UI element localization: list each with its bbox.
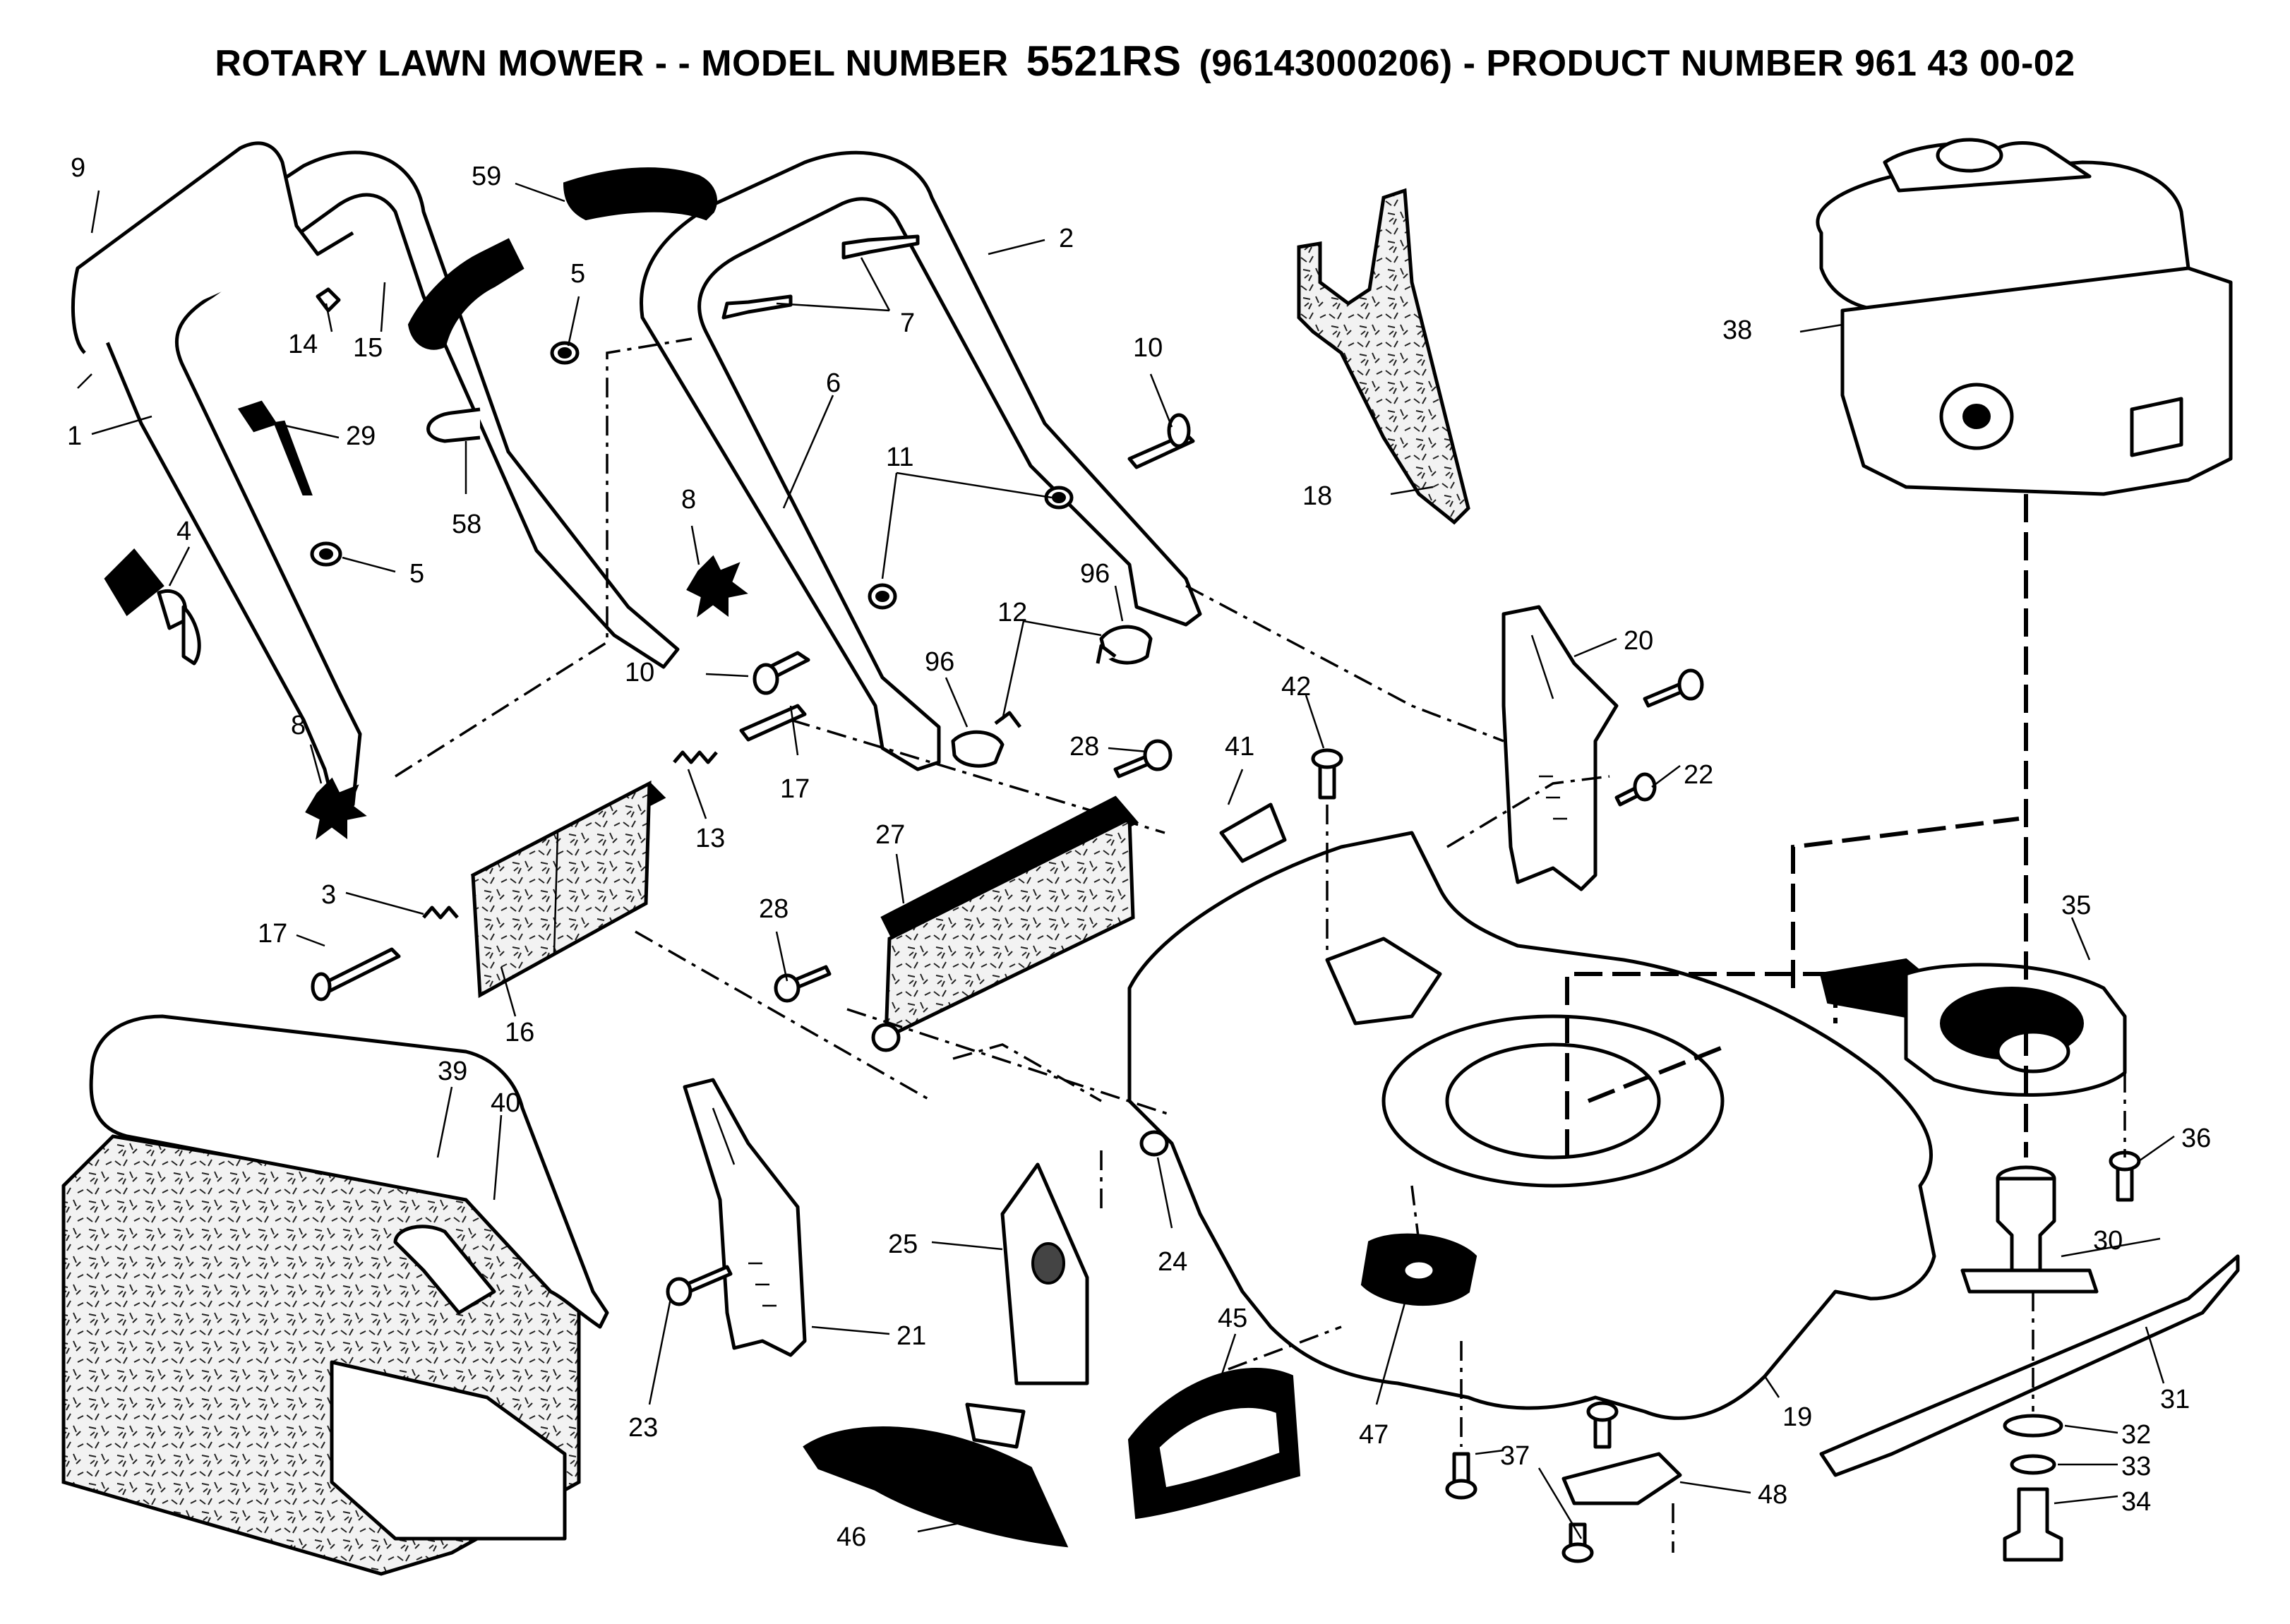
part-washers-5: [310, 341, 1074, 610]
part-springs-3-13: [422, 750, 718, 920]
part-height-adjust-plate-21: [683, 1078, 807, 1357]
part-knob-4: [104, 548, 201, 666]
part-clips-12-96: [951, 625, 1153, 768]
title-prefix: ROTARY LAWN MOWER - - MODEL NUMBER: [215, 43, 1009, 84]
callout-47: 47: [1359, 1420, 1389, 1450]
part-j-hook-58: [426, 407, 481, 443]
callout-4: 4: [176, 517, 191, 546]
callout-27: 27: [875, 820, 905, 850]
callout-10-upper: 10: [1133, 333, 1163, 363]
title-suffix: (96143000206) - PRODUCT NUMBER 961 43 00…: [1199, 43, 2075, 84]
part-cable-clip-29: [237, 400, 313, 495]
callout-96-left: 96: [925, 647, 954, 677]
callout-58: 58: [452, 510, 481, 539]
callout-2: 2: [1059, 224, 1074, 253]
part-grass-bag: [61, 1014, 609, 1576]
callout-8-lower: 8: [291, 711, 306, 740]
callout-35: 35: [2061, 891, 2091, 920]
part-misc-bolts: [666, 668, 2141, 1563]
callout-40: 40: [491, 1088, 520, 1118]
callout-8-upper: 8: [681, 485, 696, 515]
part-mower-deck: [1127, 831, 1936, 1420]
part-hinge-rod: [871, 795, 1139, 1052]
callout-labels: 9 59 2 5 7 14 15 10 1 29 6 58 11 4 8 5 9…: [67, 153, 2211, 1552]
callout-41: 41: [1225, 732, 1254, 762]
callout-9: 9: [71, 153, 85, 183]
callout-15: 15: [353, 333, 383, 363]
callout-13: 13: [695, 824, 725, 853]
leader-lines: [90, 182, 2175, 1539]
callout-11: 11: [886, 443, 913, 472]
diagram-title: ROTARY LAWN MOWER - - MODEL NUMBER 5521R…: [0, 37, 2290, 85]
callout-29: 29: [346, 421, 376, 451]
callout-18: 18: [1302, 481, 1332, 511]
part-bolts-7-10-14-17: [311, 234, 1195, 1002]
part-baffle-18: [1297, 188, 1470, 525]
part-upper-handle-right: [640, 150, 1202, 771]
callout-28-upper: 28: [1069, 732, 1099, 762]
callout-36: 36: [2181, 1124, 2211, 1153]
callout-16: 16: [505, 1018, 534, 1047]
part-mulch-plug-45: [1127, 1368, 1301, 1520]
callout-25: 25: [888, 1229, 918, 1259]
callout-17-lower: 17: [258, 919, 287, 949]
title-model-number: 5521RS: [1026, 37, 1182, 85]
callout-39: 39: [438, 1057, 467, 1086]
callout-31: 31: [2160, 1385, 2190, 1414]
callout-46: 46: [837, 1522, 866, 1552]
callout-3: 3: [321, 880, 336, 910]
part-blade-31: [1819, 1254, 2240, 1477]
part-engine: [1816, 138, 2233, 496]
callout-24: 24: [1158, 1247, 1187, 1277]
part-star-knob-8b: [305, 777, 367, 840]
callout-38: 38: [1722, 315, 1752, 345]
callout-59: 59: [472, 162, 501, 191]
part-height-adjust-plate-20: [1501, 605, 1619, 891]
callout-30: 30: [2093, 1226, 2123, 1256]
callout-37: 37: [1500, 1441, 1530, 1471]
part-control-bail: [71, 141, 354, 389]
callout-48: 48: [1758, 1480, 1787, 1510]
callout-6: 6: [826, 368, 841, 398]
part-rear-flap: [470, 780, 666, 999]
assembly-lines: [395, 337, 2126, 1553]
callout-28-lower: 28: [759, 894, 789, 924]
part-blade-bolt-stack: [2003, 1414, 2063, 1562]
callout-45: 45: [1218, 1304, 1247, 1333]
part-star-knob-8a: [686, 555, 748, 618]
callout-19: 19: [1782, 1402, 1812, 1432]
callout-5-lower: 5: [409, 559, 424, 589]
callout-21: 21: [897, 1321, 926, 1351]
callout-12: 12: [997, 598, 1027, 627]
callout-17-upper: 17: [780, 774, 810, 804]
callout-14: 14: [288, 330, 318, 359]
callout-32: 32: [2121, 1420, 2151, 1450]
part-adapter-30: [1960, 1165, 2099, 1294]
callout-42: 42: [1281, 672, 1311, 702]
part-side-discharge-46: [803, 1402, 1069, 1548]
callout-22: 22: [1684, 760, 1713, 790]
callout-34: 34: [2121, 1487, 2151, 1517]
callout-20: 20: [1624, 626, 1653, 656]
callout-10-lower: 10: [625, 658, 654, 687]
callout-23: 23: [628, 1413, 658, 1443]
callout-1: 1: [67, 421, 82, 451]
callout-5-upper: 5: [570, 259, 585, 289]
part-discharge-chute-25: [1000, 1162, 1089, 1385]
callout-96-right: 96: [1080, 559, 1110, 589]
part-blade-adapter-35: [1819, 958, 2127, 1097]
callout-33: 33: [2121, 1452, 2151, 1481]
callout-7: 7: [900, 308, 915, 338]
part-hose: [407, 167, 717, 350]
